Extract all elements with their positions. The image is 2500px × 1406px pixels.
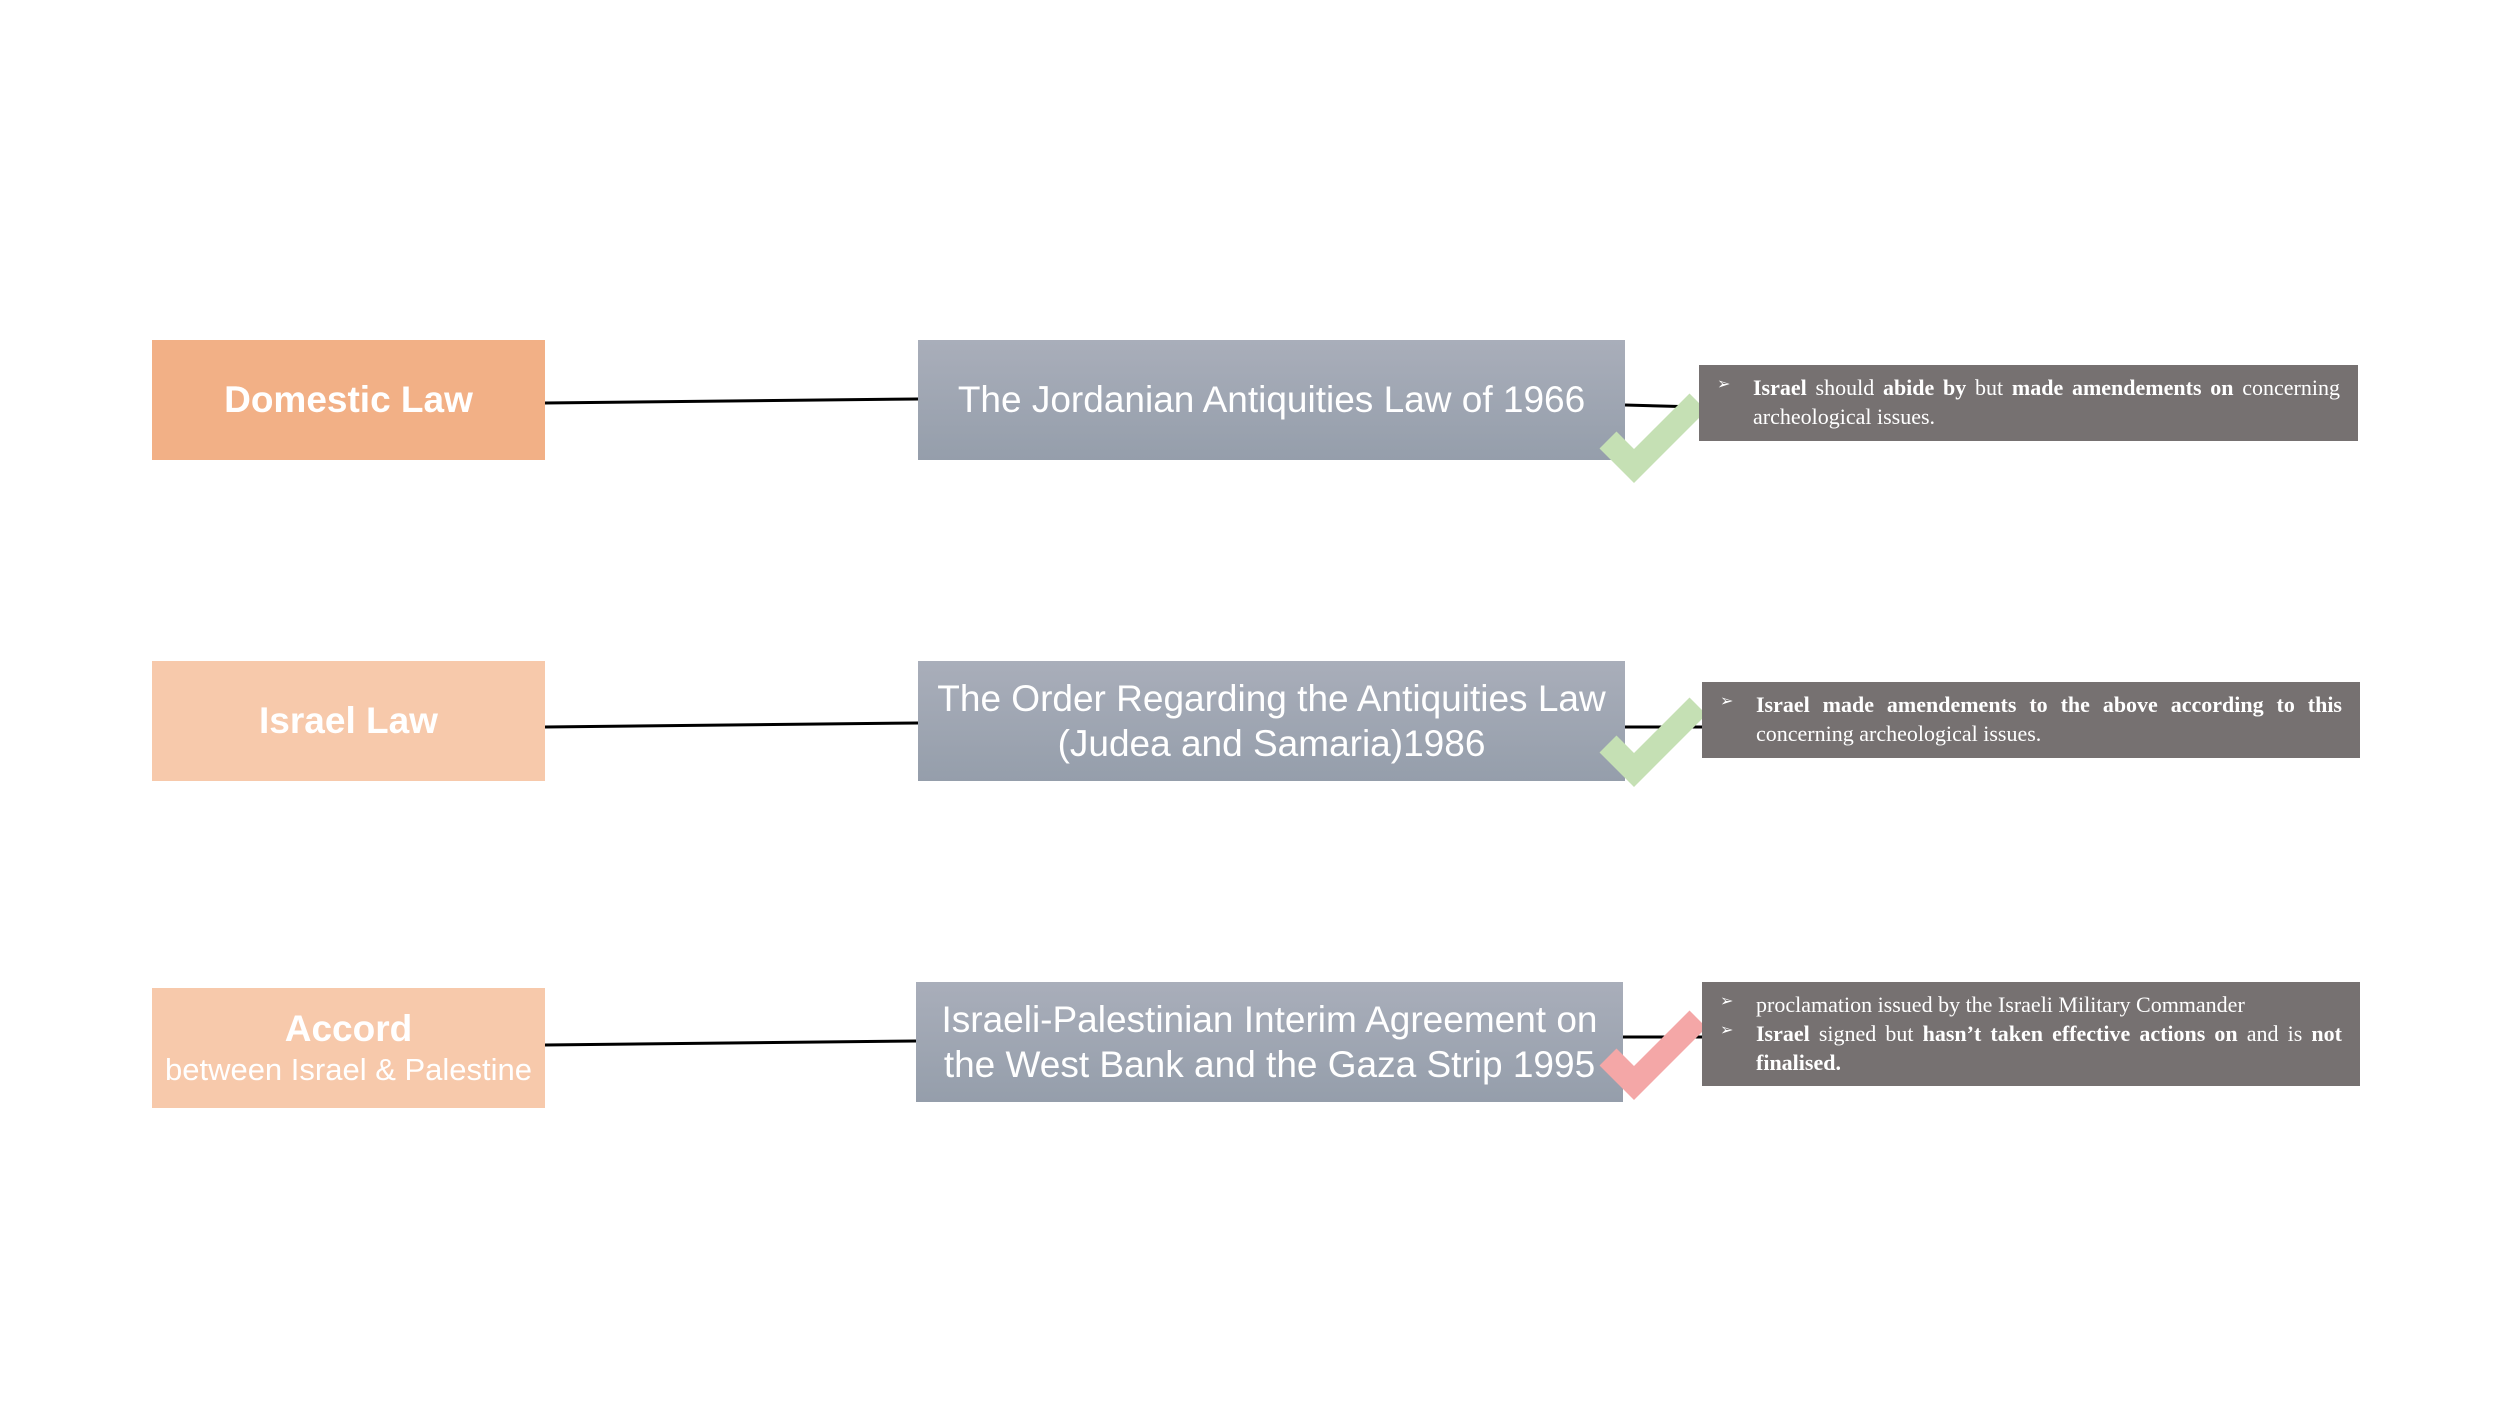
checkmark-icon — [1599, 1010, 1707, 1100]
checkmark-icon — [1599, 697, 1707, 787]
arrow-bullet-icon: ➢ — [1720, 691, 1734, 710]
note-list: ➢ Israel should abide by but made amendem… — [1717, 373, 2340, 431]
note-item: ➢ proclamation issued by the Israeli Mili… — [1720, 990, 2342, 1019]
note-jordanian-law: ➢ Israel should abide by but made amendem… — [1699, 365, 2358, 441]
arrow-bullet-icon: ➢ — [1717, 374, 1731, 393]
note-text-bold: made amendements on — [2011, 375, 2234, 400]
connector-accord — [544, 1039, 917, 1047]
note-list: ➢ proclamation issued by the Israeli Mili… — [1720, 990, 2342, 1077]
note-text-bold: Israel made amendements to the above acc… — [1756, 692, 2342, 717]
law-order-antiquities: The Order Regarding the Antiquities Law … — [918, 661, 1625, 781]
category-title: Israel Law — [259, 699, 438, 741]
note-order-law: ➢ Israel made amendements to the above ac… — [1702, 682, 2360, 758]
note-item: ➢ Israel should abide by but made amendem… — [1717, 373, 2340, 431]
law-interim-agreement: Israeli-Palestinian Interim Agreement on… — [916, 982, 1623, 1102]
note-text-bold: Israel — [1753, 375, 1807, 400]
connector-israel — [544, 721, 919, 729]
category-israel-law: Israel Law — [152, 661, 545, 781]
checkmark-shape — [1599, 1010, 1707, 1100]
arrow-bullet-icon: ➢ — [1720, 991, 1734, 1010]
checkmark-shape — [1599, 697, 1707, 787]
category-subtitle: between Israel & Palestine — [164, 1051, 533, 1087]
note-item: ➢ Israel made amendements to the above ac… — [1720, 690, 2342, 748]
note-text-bold: Israel — [1756, 1021, 1810, 1047]
law-line-2: the West Bank and the Gaza Strip 1995 — [943, 1044, 1596, 1085]
note-list: ➢ Israel made amendements to the above ac… — [1720, 690, 2342, 748]
law-line-1: The Order Regarding the Antiquities Law — [937, 677, 1606, 719]
arrow-bullet-icon: ➢ — [1720, 1020, 1734, 1040]
law-jordanian-antiquities: The Jordanian Antiquities Law of 1966 — [918, 340, 1625, 460]
law-line-2: (Judea and Samaria)1986 — [1057, 723, 1486, 764]
note-text: concerning archeological issues. — [1756, 721, 2042, 747]
category-domestic-law: Domestic Law — [152, 340, 545, 460]
category-title: Accord — [284, 1007, 413, 1049]
note-item: ➢ Israel signed but hasn’t taken effectiv… — [1720, 1019, 2342, 1077]
checkmark-icon — [1599, 393, 1707, 483]
note-text: should — [1806, 375, 1883, 400]
note-text: but — [1966, 375, 2012, 400]
category-accord: Accord between Israel & Palestine — [152, 988, 545, 1108]
checkmark-shape — [1599, 393, 1707, 483]
note-text-bold: hasn’t taken effective actions on — [1922, 1021, 2238, 1047]
category-title: Domestic Law — [224, 378, 473, 420]
law-line-1: The Jordanian Antiquities Law of 1966 — [957, 379, 1586, 421]
law-line-1: Israeli-Palestinian Interim Agreement on — [941, 998, 1598, 1040]
note-text-bold: not finalised. — [1756, 1021, 2342, 1076]
connector-domestic — [544, 397, 919, 405]
note-text: and is — [2237, 1021, 2312, 1047]
note-text: proclamation issued by the Israeli Milit… — [1756, 992, 2245, 1017]
note-text-bold: abide by — [1882, 375, 1967, 400]
note-text: signed but — [1809, 1021, 1923, 1047]
note-interim-agreement: ➢ proclamation issued by the Israeli Mili… — [1702, 982, 2360, 1086]
note-text: concerning archeological issues. — [1753, 375, 2340, 430]
